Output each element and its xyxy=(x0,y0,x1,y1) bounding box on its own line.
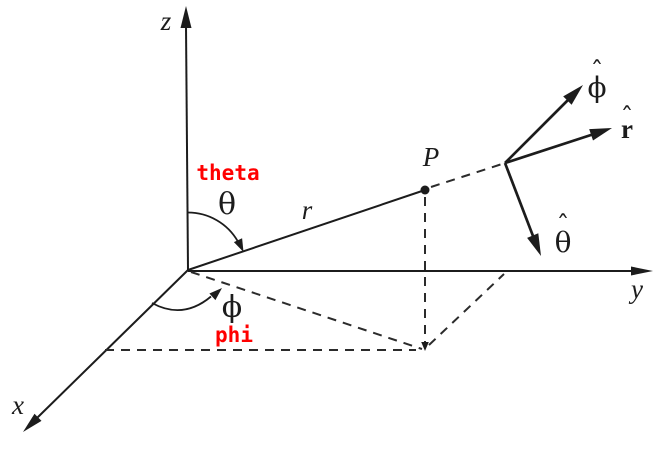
phi-arc-arrowhead-icon xyxy=(209,288,222,301)
theta-hat-letter: θ xyxy=(555,226,572,259)
radius-extension-dashed xyxy=(430,163,503,188)
radius-label: r xyxy=(302,195,313,225)
theta-arc-arrowhead-icon xyxy=(233,238,244,252)
theta-hat-vector xyxy=(503,162,535,237)
r-hat-letter: r xyxy=(621,114,633,144)
r-hat-accent: ˆ xyxy=(621,103,634,133)
phi-hat-letter: ϕ xyxy=(587,71,606,104)
y-axis-arrowhead-icon xyxy=(631,266,653,276)
z-axis-line xyxy=(185,25,189,271)
r-hat-arrowhead-icon xyxy=(589,128,612,141)
phi-hat-vector xyxy=(504,97,571,164)
x-axis-line xyxy=(36,269,189,419)
origin-to-projection-dashed xyxy=(190,271,423,350)
radius-line xyxy=(187,189,426,271)
phi-annotation: phi xyxy=(215,323,253,347)
phi-hat-accent: ˆ xyxy=(591,57,604,87)
projection-arrowhead-icon xyxy=(421,342,429,351)
theta-hat-arrowhead-icon xyxy=(527,233,541,256)
theta-symbol: θ xyxy=(218,187,236,222)
point-p-label: P xyxy=(422,142,440,172)
z-axis-arrowhead-icon xyxy=(180,6,192,28)
point-p-dot xyxy=(420,185,430,195)
theta-annotation: theta xyxy=(196,161,259,185)
theta-hat-label: ˆ θ xyxy=(555,211,572,259)
x-axis-label: x xyxy=(11,390,24,420)
r-hat-vector xyxy=(504,132,595,165)
phi-hat-label: ˆ ϕ xyxy=(587,57,606,104)
r-hat-label: ˆ r xyxy=(621,103,634,144)
phi-symbol: ϕ xyxy=(222,290,242,325)
theta-hat-accent: ˆ xyxy=(557,211,570,241)
theta-arc xyxy=(187,211,239,242)
phi-hat-arrowhead-icon xyxy=(563,85,583,105)
z-axis-label: z xyxy=(160,6,172,36)
phi-arc xyxy=(151,295,212,312)
x-axis-arrowhead-icon xyxy=(23,413,42,432)
projection-to-y-axis-dashed xyxy=(428,273,505,346)
y-axis-label: y xyxy=(628,274,643,304)
